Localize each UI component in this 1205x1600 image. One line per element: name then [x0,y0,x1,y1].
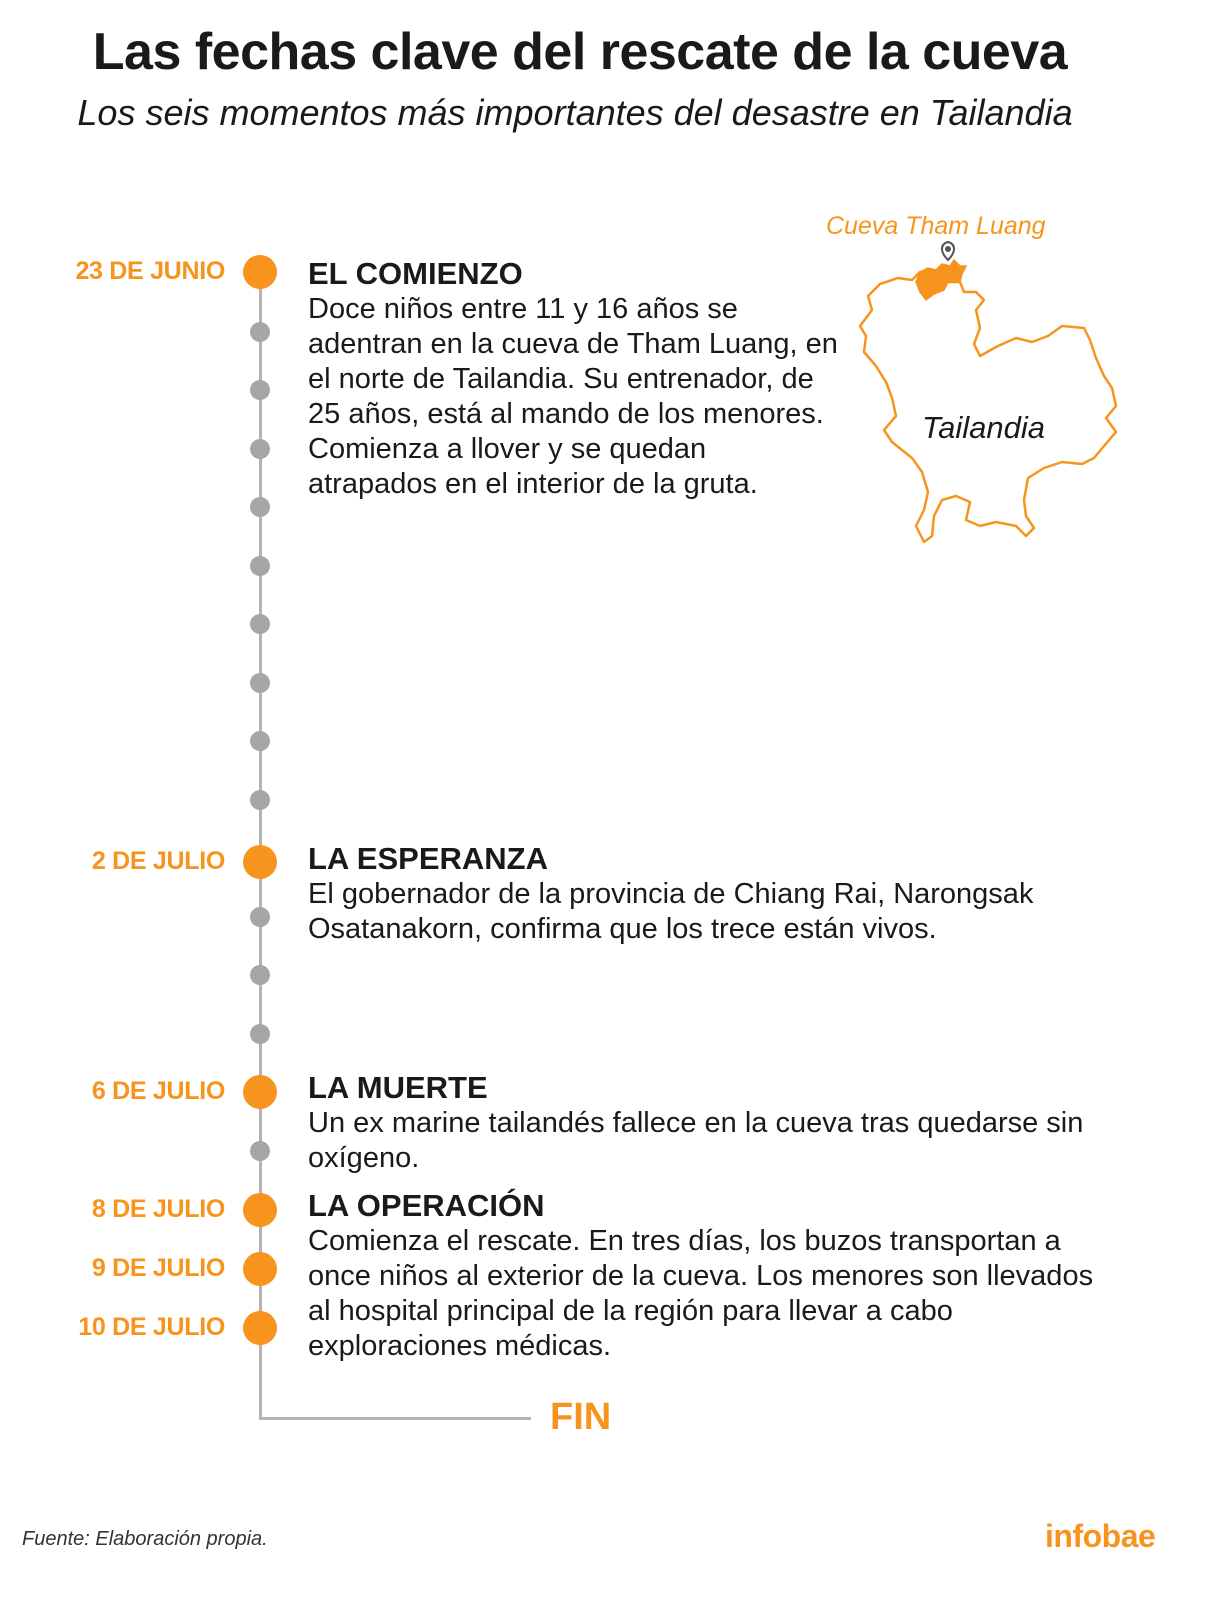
timeline-date: 23 DE JUNIO [75,257,225,285]
timeline-day-dot [250,1024,270,1044]
timeline-date: 10 DE JULIO [78,1313,225,1341]
timeline-event-dot [243,1075,277,1109]
brand-logo: infobae [1045,1518,1156,1554]
cave-region [915,258,968,302]
location-pin-icon [941,240,955,262]
event-title: LA MUERTE [308,1070,488,1105]
timeline-day-dot [250,907,270,927]
timeline-event: EL COMIENZO Doce niños entre 11 y 16 año… [308,256,838,502]
source-note: Fuente: Elaboración propia. [22,1528,268,1550]
timeline-day-dot [250,673,270,693]
thailand-map [858,240,1118,544]
timeline-day-dot [250,1141,270,1161]
event-title: LA OPERACIÓN [308,1188,545,1223]
timeline-day-dot [250,556,270,576]
timeline-event-dot [243,845,277,879]
timeline-date: 8 DE JULIO [91,1195,225,1223]
event-title: LA ESPERANZA [308,841,548,876]
country-label: Tailandia [922,410,1045,445]
timeline-date: 9 DE JULIO [91,1254,225,1282]
timeline-day-dot [250,965,270,985]
timeline-event-dot [243,1252,277,1286]
page-subtitle: Los seis momentos más importantes del de… [77,92,1073,133]
timeline-date: 6 DE JULIO [91,1077,225,1105]
timeline-date: 2 DE JULIO [91,847,225,875]
timeline-event: LA OPERACIÓN Comienza el rescate. En tre… [308,1188,1108,1364]
event-title: EL COMIENZO [308,256,523,291]
cave-label: Cueva Tham Luang [826,212,1046,240]
timeline-day-dot [250,322,270,342]
timeline-day-dot [250,790,270,810]
event-description: Doce niños entre 11 y 16 años se adentra… [308,293,838,500]
timeline-event-dot [243,255,277,289]
thailand-outline [858,270,1118,544]
timeline-event-dot [243,1311,277,1345]
timeline-day-dot [250,614,270,634]
timeline-event: LA ESPERANZA El gobernador de la provinc… [308,841,1108,947]
timeline-day-dot [250,497,270,517]
event-description: Comienza el rescate. En tres días, los b… [308,1225,1094,1362]
page-title: Las fechas clave del rescate de la cueva [92,23,1068,81]
event-description: Un ex marine tailandés fallece en la cue… [308,1107,1084,1174]
timeline-end-label: FIN [550,1396,612,1438]
timeline-day-dot [250,380,270,400]
timeline-day-dot [250,731,270,751]
timeline-day-dot [250,439,270,459]
timeline-event: LA MUERTE Un ex marine tailandés fallece… [308,1070,1108,1176]
event-description: El gobernador de la provincia de Chiang … [308,878,1034,945]
timeline-event-dot [243,1193,277,1227]
timeline-axis-end [259,1417,531,1420]
